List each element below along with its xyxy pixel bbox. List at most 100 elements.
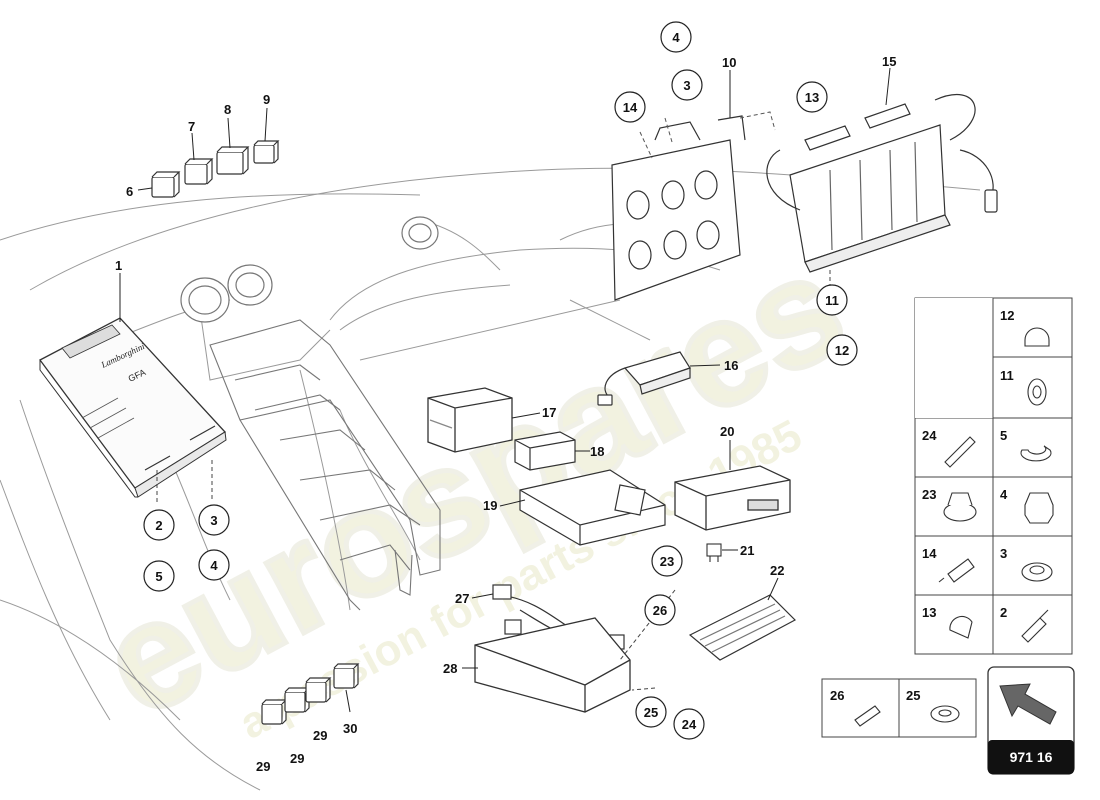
circled-callout-4-top: 4 xyxy=(660,21,692,53)
legend-small-right: 25 xyxy=(906,688,920,703)
circled-callout-11: 11 xyxy=(816,284,848,316)
svg-text:26: 26 xyxy=(653,603,667,618)
washer-icon xyxy=(1027,378,1047,406)
threaded-stud-icon xyxy=(1021,609,1049,643)
direction-arrow-icon xyxy=(999,683,1057,725)
label-29-a: 29 xyxy=(256,759,270,774)
legend-r6-right: 2 xyxy=(1000,605,1007,620)
circled-callout-25: 25 xyxy=(635,696,667,728)
label-27: 27 xyxy=(455,591,469,606)
hex-nut-icon xyxy=(1024,492,1054,524)
svg-text:4: 4 xyxy=(672,30,680,45)
label-17: 17 xyxy=(542,405,556,420)
legend-r1-right: 12 xyxy=(1000,308,1014,323)
circled-callout-4-left: 4 xyxy=(198,549,230,581)
flat-washer-icon xyxy=(1021,562,1053,582)
control-unit-gfa: Lamborghini GFA xyxy=(39,317,227,498)
stud-bolt-icon xyxy=(854,705,881,727)
center-console xyxy=(209,319,441,611)
relay-9 xyxy=(253,140,280,164)
circled-callout-5: 5 xyxy=(143,560,175,592)
svg-text:3: 3 xyxy=(210,513,217,528)
relay-7 xyxy=(184,158,214,185)
circled-callouts: 4 3 14 13 11 12 2 3 5 4 23 26 25 24 xyxy=(143,21,858,740)
label-18: 18 xyxy=(590,444,604,459)
circled-callout-14: 14 xyxy=(614,91,646,123)
svg-text:24: 24 xyxy=(682,717,697,732)
cap-icon xyxy=(949,615,973,639)
module-20 xyxy=(674,465,791,531)
stud-icon xyxy=(944,436,976,468)
bracket-10-dashes xyxy=(639,111,776,159)
flange-nut-icon xyxy=(943,492,977,522)
label-1: 1 xyxy=(115,258,122,273)
module-17 xyxy=(427,387,513,453)
module-16 xyxy=(597,351,691,406)
label-9: 9 xyxy=(263,92,270,107)
callout-labels: 1 6 7 8 9 10 15 16 17 18 19 20 21 22 27 … xyxy=(115,54,896,774)
label-10: 10 xyxy=(722,55,736,70)
circled-callout-2: 2 xyxy=(143,509,175,541)
label-22: 22 xyxy=(770,563,784,578)
relays-top xyxy=(151,140,280,198)
circled-callout-12: 12 xyxy=(826,334,858,366)
svg-text:14: 14 xyxy=(623,100,638,115)
fuse-21 xyxy=(706,543,722,562)
label-30: 30 xyxy=(343,721,357,736)
svg-text:3: 3 xyxy=(683,78,690,93)
clip-washer-icon xyxy=(930,705,960,723)
tray-28 xyxy=(474,617,631,713)
legend-r4-left: 23 xyxy=(922,487,936,502)
circled-callout-3-left: 3 xyxy=(198,504,230,536)
legend-r4-right: 4 xyxy=(1000,487,1008,502)
module-18 xyxy=(514,431,576,471)
svg-text:11: 11 xyxy=(825,293,839,308)
circled-callout-26: 26 xyxy=(644,594,676,626)
page-reference: 971 16 xyxy=(1010,749,1053,765)
circled-callout-23: 23 xyxy=(651,545,683,577)
label-29-b: 29 xyxy=(290,751,304,766)
spring-washer-icon xyxy=(1020,445,1052,462)
svg-text:25: 25 xyxy=(644,705,658,720)
module-19 xyxy=(519,469,666,546)
bracket-10 xyxy=(611,115,746,301)
module-22 xyxy=(688,594,796,661)
label-21: 21 xyxy=(740,543,754,558)
circled-callout-24: 24 xyxy=(673,708,705,740)
legend-small-left: 26 xyxy=(830,688,844,703)
relay-8 xyxy=(216,146,250,175)
legend-r5-left: 14 xyxy=(922,546,937,561)
label-6: 6 xyxy=(126,184,133,199)
circled-callout-3-top: 3 xyxy=(671,69,703,101)
svg-text:2: 2 xyxy=(155,518,162,533)
label-8: 8 xyxy=(224,102,231,117)
legend-r5-right: 3 xyxy=(1000,546,1007,561)
relays-bottom xyxy=(261,663,360,725)
circled-callout-13: 13 xyxy=(796,81,828,113)
air-vents xyxy=(180,216,439,323)
legend-r6-left: 13 xyxy=(922,605,936,620)
label-20: 20 xyxy=(720,424,734,439)
svg-text:13: 13 xyxy=(805,90,819,105)
legend-r3-right: 5 xyxy=(1000,428,1007,443)
relay-6 xyxy=(151,171,181,198)
legend-r3-left: 24 xyxy=(922,428,937,443)
legend-r2-right: 11 xyxy=(1000,368,1014,383)
bolt-icon xyxy=(938,558,975,583)
label-15: 15 xyxy=(882,54,896,69)
label-16: 16 xyxy=(724,358,738,373)
label-28: 28 xyxy=(443,661,457,676)
svg-text:4: 4 xyxy=(210,558,218,573)
label-19: 19 xyxy=(483,498,497,513)
svg-text:23: 23 xyxy=(660,554,674,569)
svg-text:12: 12 xyxy=(835,343,849,358)
cap-nut-icon xyxy=(1024,327,1050,347)
orientation-box: 971 16 xyxy=(987,666,1075,775)
label-29-c: 29 xyxy=(313,728,327,743)
svg-text:5: 5 xyxy=(155,569,162,584)
label-7: 7 xyxy=(188,119,195,134)
hardware-legend: 12 11 24 5 23 4 14 3 13 2 26 25 xyxy=(821,297,1073,738)
fuse-box-assembly xyxy=(766,94,998,273)
leader-lines xyxy=(119,67,891,713)
